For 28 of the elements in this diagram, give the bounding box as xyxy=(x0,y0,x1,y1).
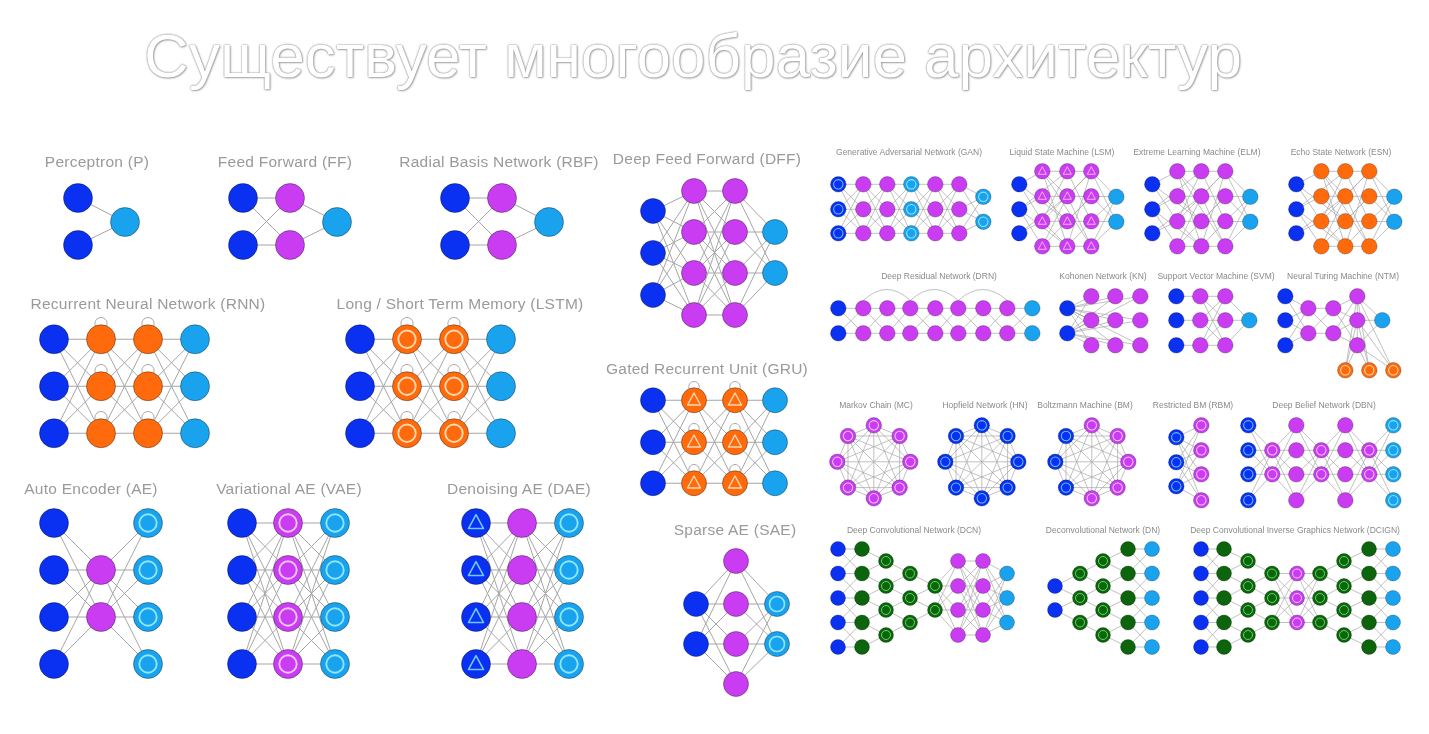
network-name: Generative Adversarial Network (GAN) xyxy=(836,148,982,158)
network-name: Denoising AE (DAE) xyxy=(446,480,592,498)
network-name: Recurrent Neural Network (RNN) xyxy=(30,295,266,313)
network-name: Deconvolutional Network (DN) xyxy=(1045,526,1161,536)
network-name: Support Vector Machine (SVM) xyxy=(1157,271,1275,282)
title: Существует многообразие архитектур xyxy=(144,22,1242,91)
network-name: Boltzmann Machine (BM) xyxy=(1037,401,1133,411)
network-name: Hopfield Network (HN) xyxy=(942,401,1028,411)
network-name: Extreme Learning Machine (ELM) xyxy=(1133,148,1261,158)
network-name: Deep Convolutional Network (DCN) xyxy=(846,526,982,536)
network-name: Variational AE (VAE) xyxy=(216,480,362,498)
network-name: Radial Basis Network (RBF) xyxy=(399,153,599,171)
network-name: Deep Convolutional Inverse Graphics Network (DCIGN) xyxy=(1190,526,1400,536)
network-name: Liquid State Machine (LSM) xyxy=(1009,148,1115,158)
network-name: Deep Feed Forward (DFF) xyxy=(612,150,802,168)
network-name: Sparse AE (SAE) xyxy=(673,521,797,539)
network-name: Feed Forward (FF) xyxy=(217,153,353,171)
network-name: Restricted BM (RBM) xyxy=(1152,401,1234,411)
network-name: Echo State Network (ESN) xyxy=(1290,148,1392,158)
network-name: Deep Belief Network (DBN) xyxy=(1272,401,1376,411)
network-name: Perceptron (P) xyxy=(44,153,150,171)
network-name: Gated Recurrent Unit (GRU) xyxy=(606,360,808,378)
network-name: Deep Residual Network (DRN) xyxy=(881,271,997,282)
network-name: Markov Chain (MC) xyxy=(839,401,913,411)
network-name: Long / Short Term Memory (LSTM) xyxy=(336,295,584,313)
network-name: Auto Encoder (AE) xyxy=(24,480,158,498)
network-name: Kohonen Network (KN) xyxy=(1059,271,1147,282)
network-name: Neural Turing Machine (NTM) xyxy=(1287,271,1399,282)
